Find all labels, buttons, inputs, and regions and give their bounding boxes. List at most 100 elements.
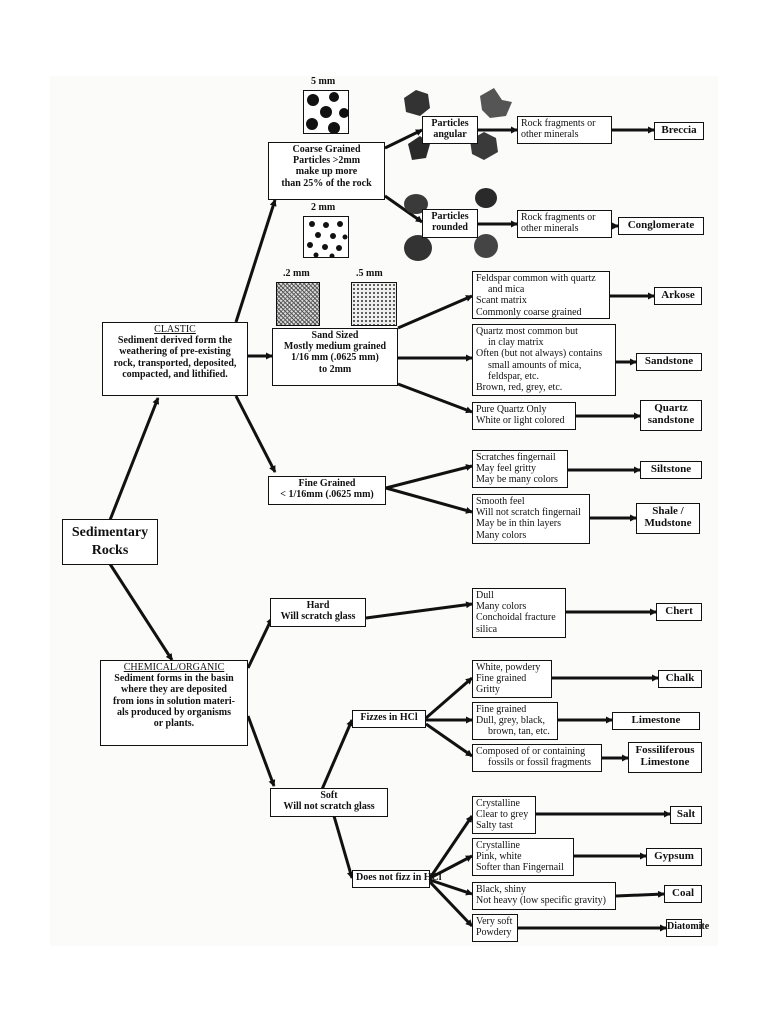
soft-line: Soft [320, 790, 338, 801]
arkose-label: Arkose [661, 289, 695, 301]
gypsum-label: Gypsum [654, 850, 694, 862]
chert-description: Dull Many colors Conchoidal fracture sil… [472, 588, 566, 638]
hard-line: Will scratch glass [280, 611, 356, 623]
particles-angular-node: Particles angular [422, 116, 478, 144]
quartz-description: Pure Quartz Only White or light colored [472, 402, 576, 430]
chemical-line: where they are deposited [120, 684, 227, 696]
chert-desc-line: silica [476, 623, 498, 635]
limestone-desc-line: Fine grained [476, 704, 527, 715]
quartz-desc-line: Pure Quartz Only [476, 404, 547, 415]
sand-sized-node: Sand Sized Mostly medium grained 1/16 mm… [272, 328, 398, 386]
fizzes-in-hcl-node: Fizzes in HCl [352, 710, 426, 728]
sedimentary-rocks-node: Sedimentary Rocks [62, 519, 158, 565]
fossil-description: Composed of or containing fossils or fos… [472, 744, 602, 772]
rock-salt: Salt [670, 806, 702, 824]
clastic-line: rock, transported, deposited, [113, 357, 237, 369]
sand-line: 1/16 mm (.0625 mm) [291, 352, 379, 364]
clastic-line: compacted, and lithified. [122, 368, 228, 380]
coarse-grained-node: Coarse Grained Particles >2mm make up mo… [268, 142, 385, 200]
diatomite-desc-line: Very soft [476, 916, 513, 927]
coal-desc-line: Not heavy (low specific gravity) [476, 895, 606, 907]
sandstone-desc-line: Quartz most common but [476, 326, 578, 337]
rounded-desc-line: other minerals [521, 223, 579, 235]
sandstone-desc-line: Brown, red, grey, etc. [476, 381, 563, 393]
diatomite-desc-line: Powdery [476, 927, 512, 939]
grain-swatch-2mm [303, 216, 349, 258]
siltstone-description: Scratches fingernail May feel gritty May… [472, 450, 568, 488]
coal-label: Coal [672, 887, 694, 899]
fine-line: < 1/16mm (.0625 mm) [280, 489, 374, 501]
fizzes-label: Fizzes in HCl [360, 712, 418, 723]
arkose-desc-line: Scant matrix [476, 295, 527, 307]
shale-description: Smooth feel Will not scratch fingernail … [472, 494, 590, 544]
shale-desc-line: Smooth feel [476, 496, 525, 507]
sandstone-desc-line: small amounts of mica, [488, 359, 582, 371]
root-line2: Rocks [91, 542, 129, 558]
fossil-desc-line: fossils or fossil fragments [488, 757, 592, 769]
sandstone-label: Sandstone [644, 355, 694, 367]
rock-shale-mudstone: Shale / Mudstone [636, 503, 700, 534]
rock-limestone: Limestone [612, 712, 700, 730]
rounded-line: rounded [432, 222, 468, 234]
rounded-rock-fragments [404, 188, 498, 261]
chalk-desc-line: Fine grained [476, 673, 527, 685]
scale-label-5mm: 5 mm [311, 76, 336, 87]
chalk-description: White, powdery Fine grained Gritty [472, 660, 552, 698]
quartz-label: sandstone [647, 414, 695, 427]
coarse-line: than 25% of the rock [281, 177, 372, 189]
rock-arkose: Arkose [654, 287, 702, 305]
arkose-description: Feldspar common with quartz and mica Sca… [472, 271, 610, 319]
salt-desc-line: Salty tast [476, 820, 513, 832]
chert-label: Chert [665, 605, 693, 617]
siltstone-desc-line: Scratches fingernail [476, 452, 556, 463]
limestone-desc-line: brown, tan, etc. [488, 726, 550, 738]
rounded-line: Particles [431, 211, 469, 222]
diatomite-description: Very soft Powdery [472, 914, 518, 942]
fossil-desc-line: Composed of or containing [476, 746, 586, 757]
chalk-label: Chalk [665, 672, 695, 684]
scale-label-2mm: 2 mm [311, 202, 336, 213]
chemical-title: CHEMICAL/ORGANIC [123, 662, 225, 673]
siltstone-desc-line: May feel gritty [476, 463, 536, 475]
angular-desc-line: Rock fragments or [521, 118, 596, 129]
sandstone-desc-line: in clay matrix [488, 337, 544, 349]
limestone-label: Limestone [631, 714, 681, 726]
gypsum-desc-line: Crystalline [476, 840, 520, 851]
coal-desc-line: Black, shiny [476, 884, 526, 895]
arkose-desc-line: Commonly coarse grained [476, 306, 582, 318]
sandstone-desc-line: feldspar, etc. [488, 370, 539, 382]
rock-chalk: Chalk [658, 670, 702, 688]
shale-desc-line: May be in thin layers [476, 518, 561, 530]
shale-desc-line: Many colors [476, 529, 527, 541]
rock-diatomite: Diatomite [666, 919, 710, 937]
conglomerate-label: Conglomerate [627, 219, 695, 231]
clastic-line: weathering of pre-existing [119, 346, 231, 358]
chemical-organic-node: CHEMICAL/ORGANIC Sediment forms in the b… [100, 660, 248, 746]
coarse-line: make up more [295, 166, 358, 178]
fossil-label: Fossiliferous [635, 744, 695, 756]
particles-rounded-node: Particles rounded [422, 209, 478, 238]
hard-line: Hard [306, 600, 330, 611]
salt-desc-line: Crystalline [476, 798, 520, 809]
rock-breccia: Breccia [654, 122, 704, 140]
angular-description: Rock fragments or other minerals [517, 116, 612, 144]
soft-line: Will not scratch glass [283, 801, 375, 813]
rock-quartz-sandstone: Quartz sandstone [640, 400, 702, 431]
sand-line: Sand Sized [311, 330, 359, 341]
rounded-desc-line: Rock fragments or [521, 212, 596, 223]
rock-coal: Coal [664, 885, 702, 903]
nofizz-label: Does not fizz in HCl [356, 872, 442, 883]
arkose-desc-line: and mica [488, 284, 525, 296]
root-line1: Sedimentary [71, 525, 149, 540]
sandstone-description: Quartz most common but in clay matrix Of… [472, 324, 616, 396]
rock-gypsum: Gypsum [646, 848, 702, 866]
diatomite-label: Diatomite [667, 921, 710, 932]
sand-line: Mostly medium grained [283, 341, 387, 353]
angular-line: Particles [431, 118, 469, 129]
fine-line: Fine Grained [298, 478, 356, 489]
gypsum-desc-line: Pink, white [476, 851, 522, 863]
chert-desc-line: Many colors [476, 601, 527, 613]
angular-line: angular [433, 129, 467, 141]
quartz-desc-line: White or light colored [476, 415, 565, 427]
